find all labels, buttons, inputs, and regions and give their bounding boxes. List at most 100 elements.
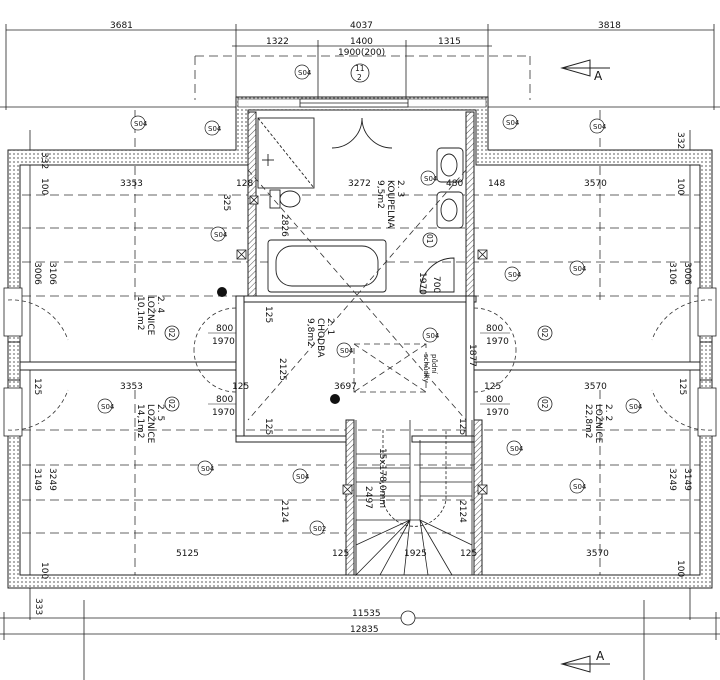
interior-walls xyxy=(19,111,701,576)
svg-text:125: 125 xyxy=(332,549,349,559)
svg-text:S04: S04 xyxy=(208,125,222,133)
svg-text:1970: 1970 xyxy=(417,272,427,295)
column-dot xyxy=(330,394,340,404)
equipment-tags xyxy=(97,64,641,536)
svg-text:KOUPELNA: KOUPELNA xyxy=(385,180,395,229)
svg-text:S04: S04 xyxy=(298,69,312,77)
svg-text:3570: 3570 xyxy=(586,549,609,559)
svg-text:100: 100 xyxy=(675,560,685,577)
svg-text:1970: 1970 xyxy=(486,337,509,347)
svg-text:125: 125 xyxy=(457,418,467,435)
svg-text:2826: 2826 xyxy=(279,214,289,237)
door-mark-02: 02 xyxy=(540,399,549,409)
svg-text:15x178,0mm: 15x178,0mm xyxy=(377,448,387,508)
svg-text:12835: 12835 xyxy=(350,625,379,635)
svg-text:100: 100 xyxy=(39,178,49,195)
svg-text:333: 333 xyxy=(33,598,43,615)
axis-marker: 11 xyxy=(355,64,365,73)
door-mark-02: 02 xyxy=(540,328,549,338)
svg-text:LOŽNICE: LOŽNICE xyxy=(145,296,157,336)
svg-text:LOŽNICE: LOŽNICE xyxy=(145,404,157,444)
svg-text:125: 125 xyxy=(460,549,477,559)
svg-text:5125: 5125 xyxy=(176,549,199,559)
svg-text:1970: 1970 xyxy=(212,337,235,347)
svg-text:125: 125 xyxy=(232,382,249,392)
svg-text:S04: S04 xyxy=(508,271,522,279)
svg-text:2. 3: 2. 3 xyxy=(395,180,405,197)
svg-text:100: 100 xyxy=(675,178,685,195)
room-label-bedroom-e: 2. 2 LOŽNICE 22,8m2 xyxy=(583,404,613,444)
svg-text:3006: 3006 xyxy=(32,262,42,285)
svg-text:S04: S04 xyxy=(340,347,354,355)
svg-text:332: 332 xyxy=(675,132,685,149)
svg-text:2. 1: 2. 1 xyxy=(325,318,335,335)
svg-text:LOŽNICE: LOŽNICE xyxy=(593,404,605,444)
svg-text:3570: 3570 xyxy=(584,179,607,189)
section-label-top: A xyxy=(594,69,603,83)
svg-text:332: 332 xyxy=(39,152,49,169)
svg-text:10,1m2: 10,1m2 xyxy=(135,296,145,331)
svg-text:S04: S04 xyxy=(573,483,587,491)
svg-text:S04: S04 xyxy=(573,265,587,273)
svg-text:4037: 4037 xyxy=(350,21,373,31)
door-swings xyxy=(7,299,713,431)
svg-text:2. 5: 2. 5 xyxy=(155,404,165,421)
svg-text:1400: 1400 xyxy=(350,37,373,47)
svg-text:3681: 3681 xyxy=(110,21,133,31)
svg-text:3697: 3697 xyxy=(334,382,357,392)
svg-text:125: 125 xyxy=(484,382,501,392)
svg-text:3249: 3249 xyxy=(667,468,677,491)
room-label-bedroom-sw: 2. 5 LOŽNICE 14,1m2 xyxy=(135,404,165,444)
svg-text:S04: S04 xyxy=(510,445,524,453)
svg-text:S04: S04 xyxy=(629,403,643,411)
svg-text:800: 800 xyxy=(486,324,503,334)
svg-text:CHODBA: CHODBA xyxy=(315,318,325,358)
door-mark-02: 02 xyxy=(167,328,176,338)
svg-text:1877: 1877 xyxy=(467,344,477,367)
door-mark-01: 01 xyxy=(425,234,434,244)
room-label-bathroom: 2. 3 KOUPELNA 9,5m2 xyxy=(375,180,405,229)
svg-text:2497: 2497 xyxy=(363,486,373,509)
svg-text:14,1m2: 14,1m2 xyxy=(135,404,145,439)
svg-text:128: 128 xyxy=(236,179,253,189)
svg-text:2124: 2124 xyxy=(279,500,289,523)
svg-text:S02: S02 xyxy=(313,525,326,533)
toilet xyxy=(269,189,281,209)
svg-text:1970: 1970 xyxy=(486,408,509,418)
svg-text:3818: 3818 xyxy=(598,21,621,31)
svg-text:3353: 3353 xyxy=(120,179,143,189)
svg-text:1970: 1970 xyxy=(212,408,235,418)
equipment-tag-labels: S04 S04 S04 S04 S04 S04 S04 S04 S04 S04 … xyxy=(101,69,643,533)
svg-text:125: 125 xyxy=(32,378,42,395)
svg-text:800: 800 xyxy=(216,395,233,405)
roof-grid-dashed xyxy=(8,55,712,580)
attic-hatch-label: půdní schůdky xyxy=(422,354,438,383)
wall-markers xyxy=(236,195,488,495)
svg-text:3353: 3353 xyxy=(120,382,143,392)
svg-text:3149: 3149 xyxy=(682,468,692,491)
section-mark-bottom: A xyxy=(560,649,610,673)
svg-text:800: 800 xyxy=(216,324,233,334)
room-label-hall: 2. 1 CHODBA 9,8m2 xyxy=(305,318,335,358)
svg-text:9,8m2: 9,8m2 xyxy=(305,318,315,347)
svg-text:125: 125 xyxy=(677,378,687,395)
svg-text:S04: S04 xyxy=(201,465,215,473)
exterior-walls xyxy=(3,96,717,589)
axis-marker-2: 2 xyxy=(357,73,362,82)
svg-text:půdní: půdní xyxy=(430,354,438,375)
svg-text:S04: S04 xyxy=(424,175,438,183)
svg-text:9,5m2: 9,5m2 xyxy=(375,180,385,209)
svg-text:800: 800 xyxy=(486,395,503,405)
svg-text:1925: 1925 xyxy=(404,549,427,559)
svg-text:3006: 3006 xyxy=(682,262,692,285)
svg-text:100: 100 xyxy=(39,562,49,579)
svg-text:3106: 3106 xyxy=(667,262,677,285)
svg-text:480: 480 xyxy=(446,179,463,189)
svg-text:S04: S04 xyxy=(134,120,148,128)
hall-diagonals xyxy=(247,169,467,421)
svg-text:3249: 3249 xyxy=(47,468,57,491)
svg-text:1322: 1322 xyxy=(266,37,289,47)
door-mark-02: 02 xyxy=(167,399,176,409)
bathroom-fixtures xyxy=(257,117,464,293)
